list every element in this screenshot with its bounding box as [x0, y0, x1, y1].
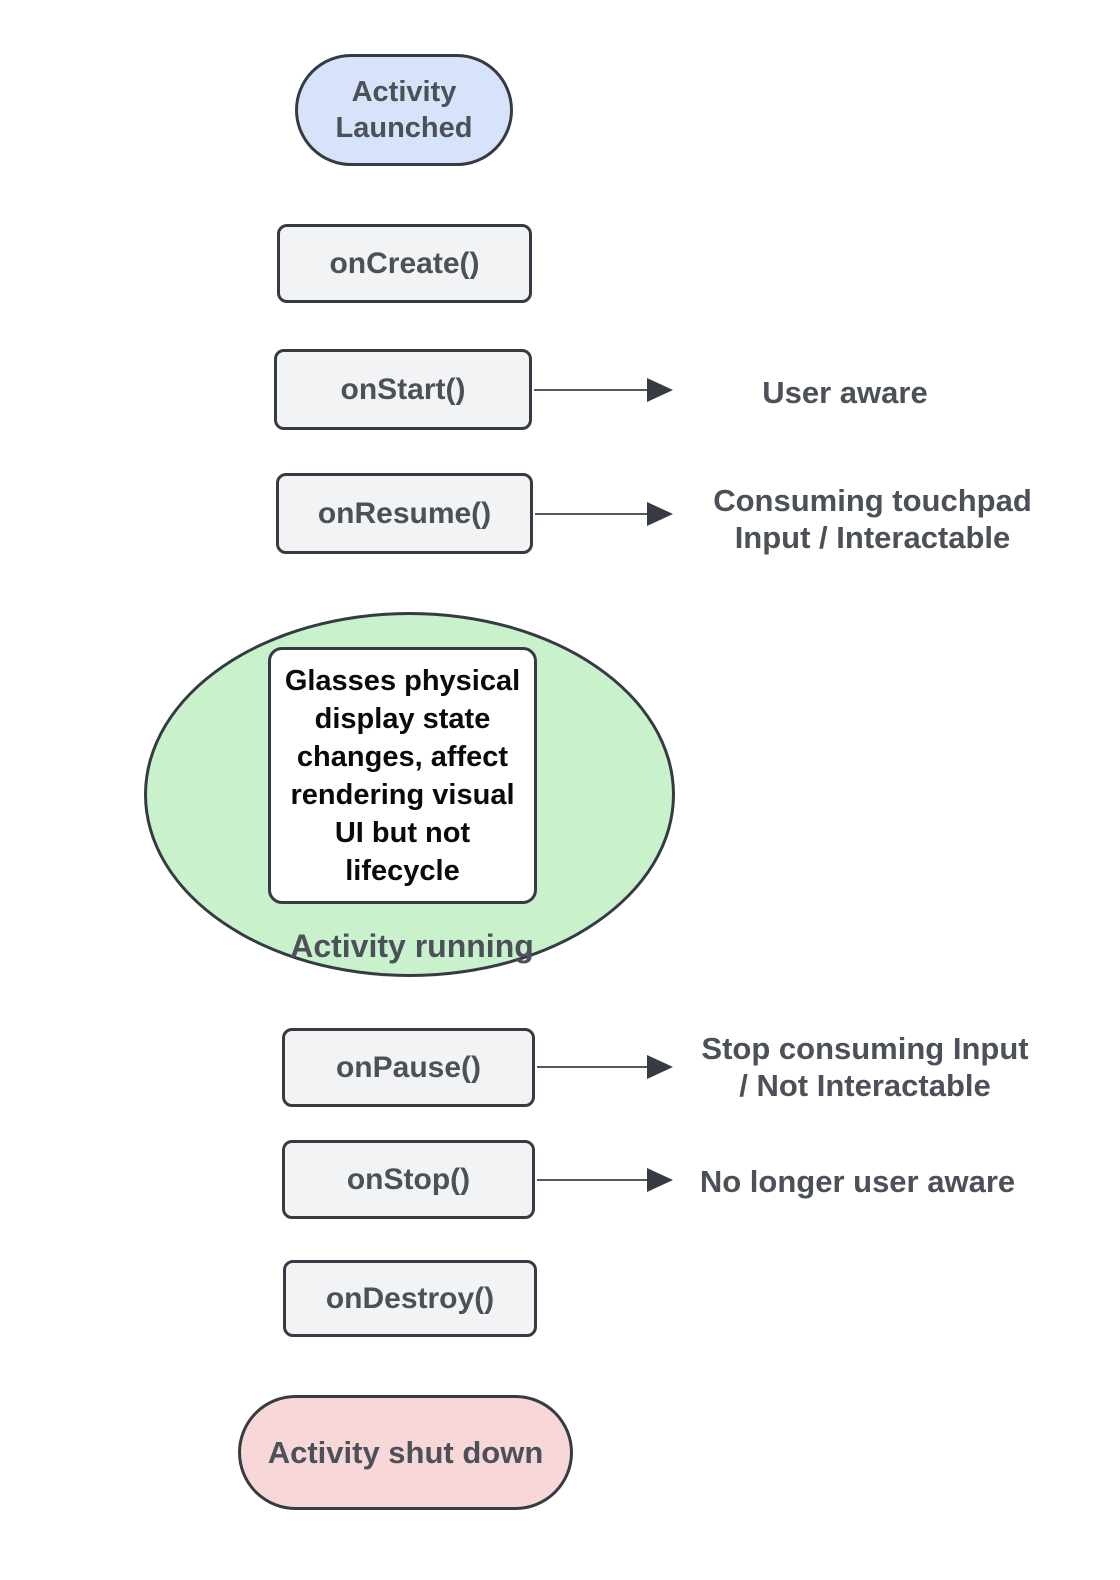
running-state-note-text: Glasses physical display state changes, … [284, 664, 521, 887]
arrow-head [647, 1055, 673, 1079]
node-onstop: onStop() [282, 1140, 535, 1219]
arrow-head [647, 1168, 673, 1192]
node-activity-running-label: Activity running [290, 928, 534, 964]
annotation-no-longer-user-aware: No longer user aware [699, 1164, 1016, 1199]
node-ondestroy: onDestroy() [283, 1260, 537, 1337]
node-onresume-label: onResume() [317, 496, 492, 530]
node-onpause-label: onPause() [335, 1050, 482, 1084]
running-state-note: Glasses physical display state changes, … [268, 647, 537, 904]
annotation-user-aware: User aware [762, 375, 928, 410]
node-activity-launched-label: Activity Launched [335, 76, 473, 144]
node-ondestroy-label: onDestroy() [325, 1281, 495, 1315]
arrow-shaft [537, 1179, 649, 1181]
arrow-shaft [535, 513, 649, 515]
node-onstart-label: onStart() [340, 372, 466, 406]
node-onpause: onPause() [282, 1028, 535, 1107]
arrow-right-icon [537, 1168, 673, 1192]
arrow-shaft [534, 389, 649, 391]
arrow-head [647, 502, 673, 526]
arrow-right-icon [535, 502, 673, 526]
arrow-right-icon [534, 378, 673, 402]
node-onresume: onResume() [276, 473, 533, 554]
annotation-stop-consuming-input: Stop consuming Input / Not Interactable [701, 1031, 1029, 1103]
node-activity-launched: Activity Launched [295, 54, 513, 166]
node-oncreate: onCreate() [277, 224, 532, 303]
node-onstop-label: onStop() [346, 1162, 471, 1196]
arrow-head [647, 378, 673, 402]
arrow-right-icon [537, 1055, 673, 1079]
node-oncreate-label: onCreate() [329, 246, 480, 280]
node-onstart: onStart() [274, 349, 532, 430]
annotation-consuming-input: Consuming touchpad Input / Interactable [713, 483, 1032, 555]
arrow-shaft [537, 1066, 649, 1068]
node-activity-shut-down: Activity shut down [238, 1395, 573, 1510]
node-activity-shut-down-label: Activity shut down [267, 1434, 544, 1470]
